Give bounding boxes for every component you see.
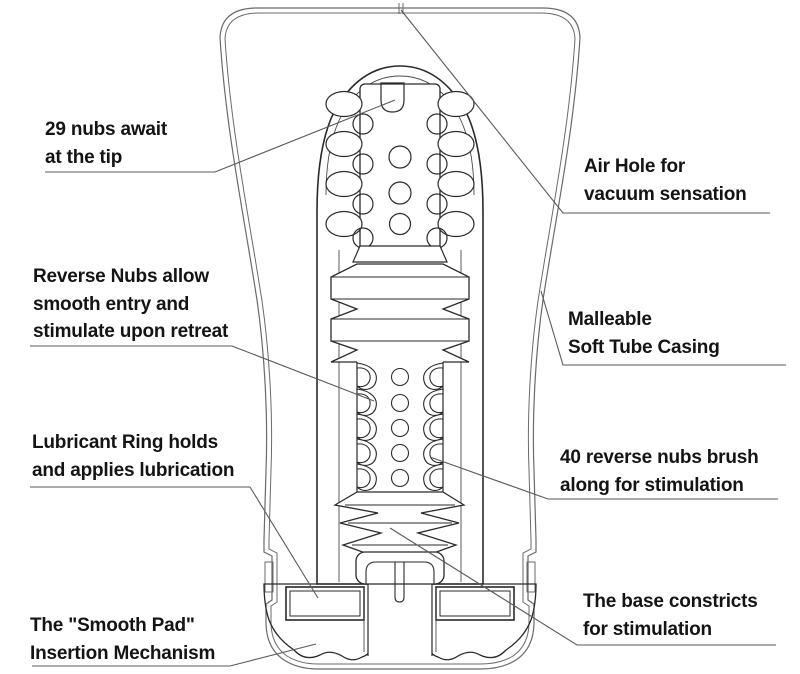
tip-nubs-cavity — [325, 82, 475, 263]
reverse-nub-hooks — [356, 362, 444, 491]
outer-casing — [219, 3, 581, 670]
label-forty-nubs: 40 reverse nubs brush along for stimulat… — [560, 447, 759, 496]
reverse-nub-channel — [356, 360, 444, 494]
label-reverse-nubs: Reverse Nubs allow smooth entry and stim… — [33, 266, 229, 342]
leader-lines — [30, 9, 786, 667]
base-bellows — [333, 491, 466, 556]
label-smooth-pad: The "Smooth Pad" Insertion Mechanism — [30, 615, 216, 664]
label-lubricant-ring: Lubricant Ring holds and applies lubrica… — [32, 432, 235, 481]
lubricant-ring-right — [435, 586, 515, 621]
lubricant-ring-left — [285, 586, 365, 621]
center-channel — [363, 580, 437, 658]
label-base-constricts: The base constricts for stimulation — [583, 591, 758, 640]
label-nubs-tip: 29 nubs await at the tip — [45, 119, 167, 168]
label-air-hole: Air Hole for vacuum sensation — [584, 156, 747, 205]
inner-sleeve — [316, 65, 484, 585]
base-assembly — [263, 551, 537, 661]
smooth-pad-plug — [355, 551, 445, 603]
ridge-stack — [330, 263, 470, 363]
label-casing: Malleable Soft Tube Casing — [568, 309, 720, 358]
center-holes — [390, 367, 410, 488]
